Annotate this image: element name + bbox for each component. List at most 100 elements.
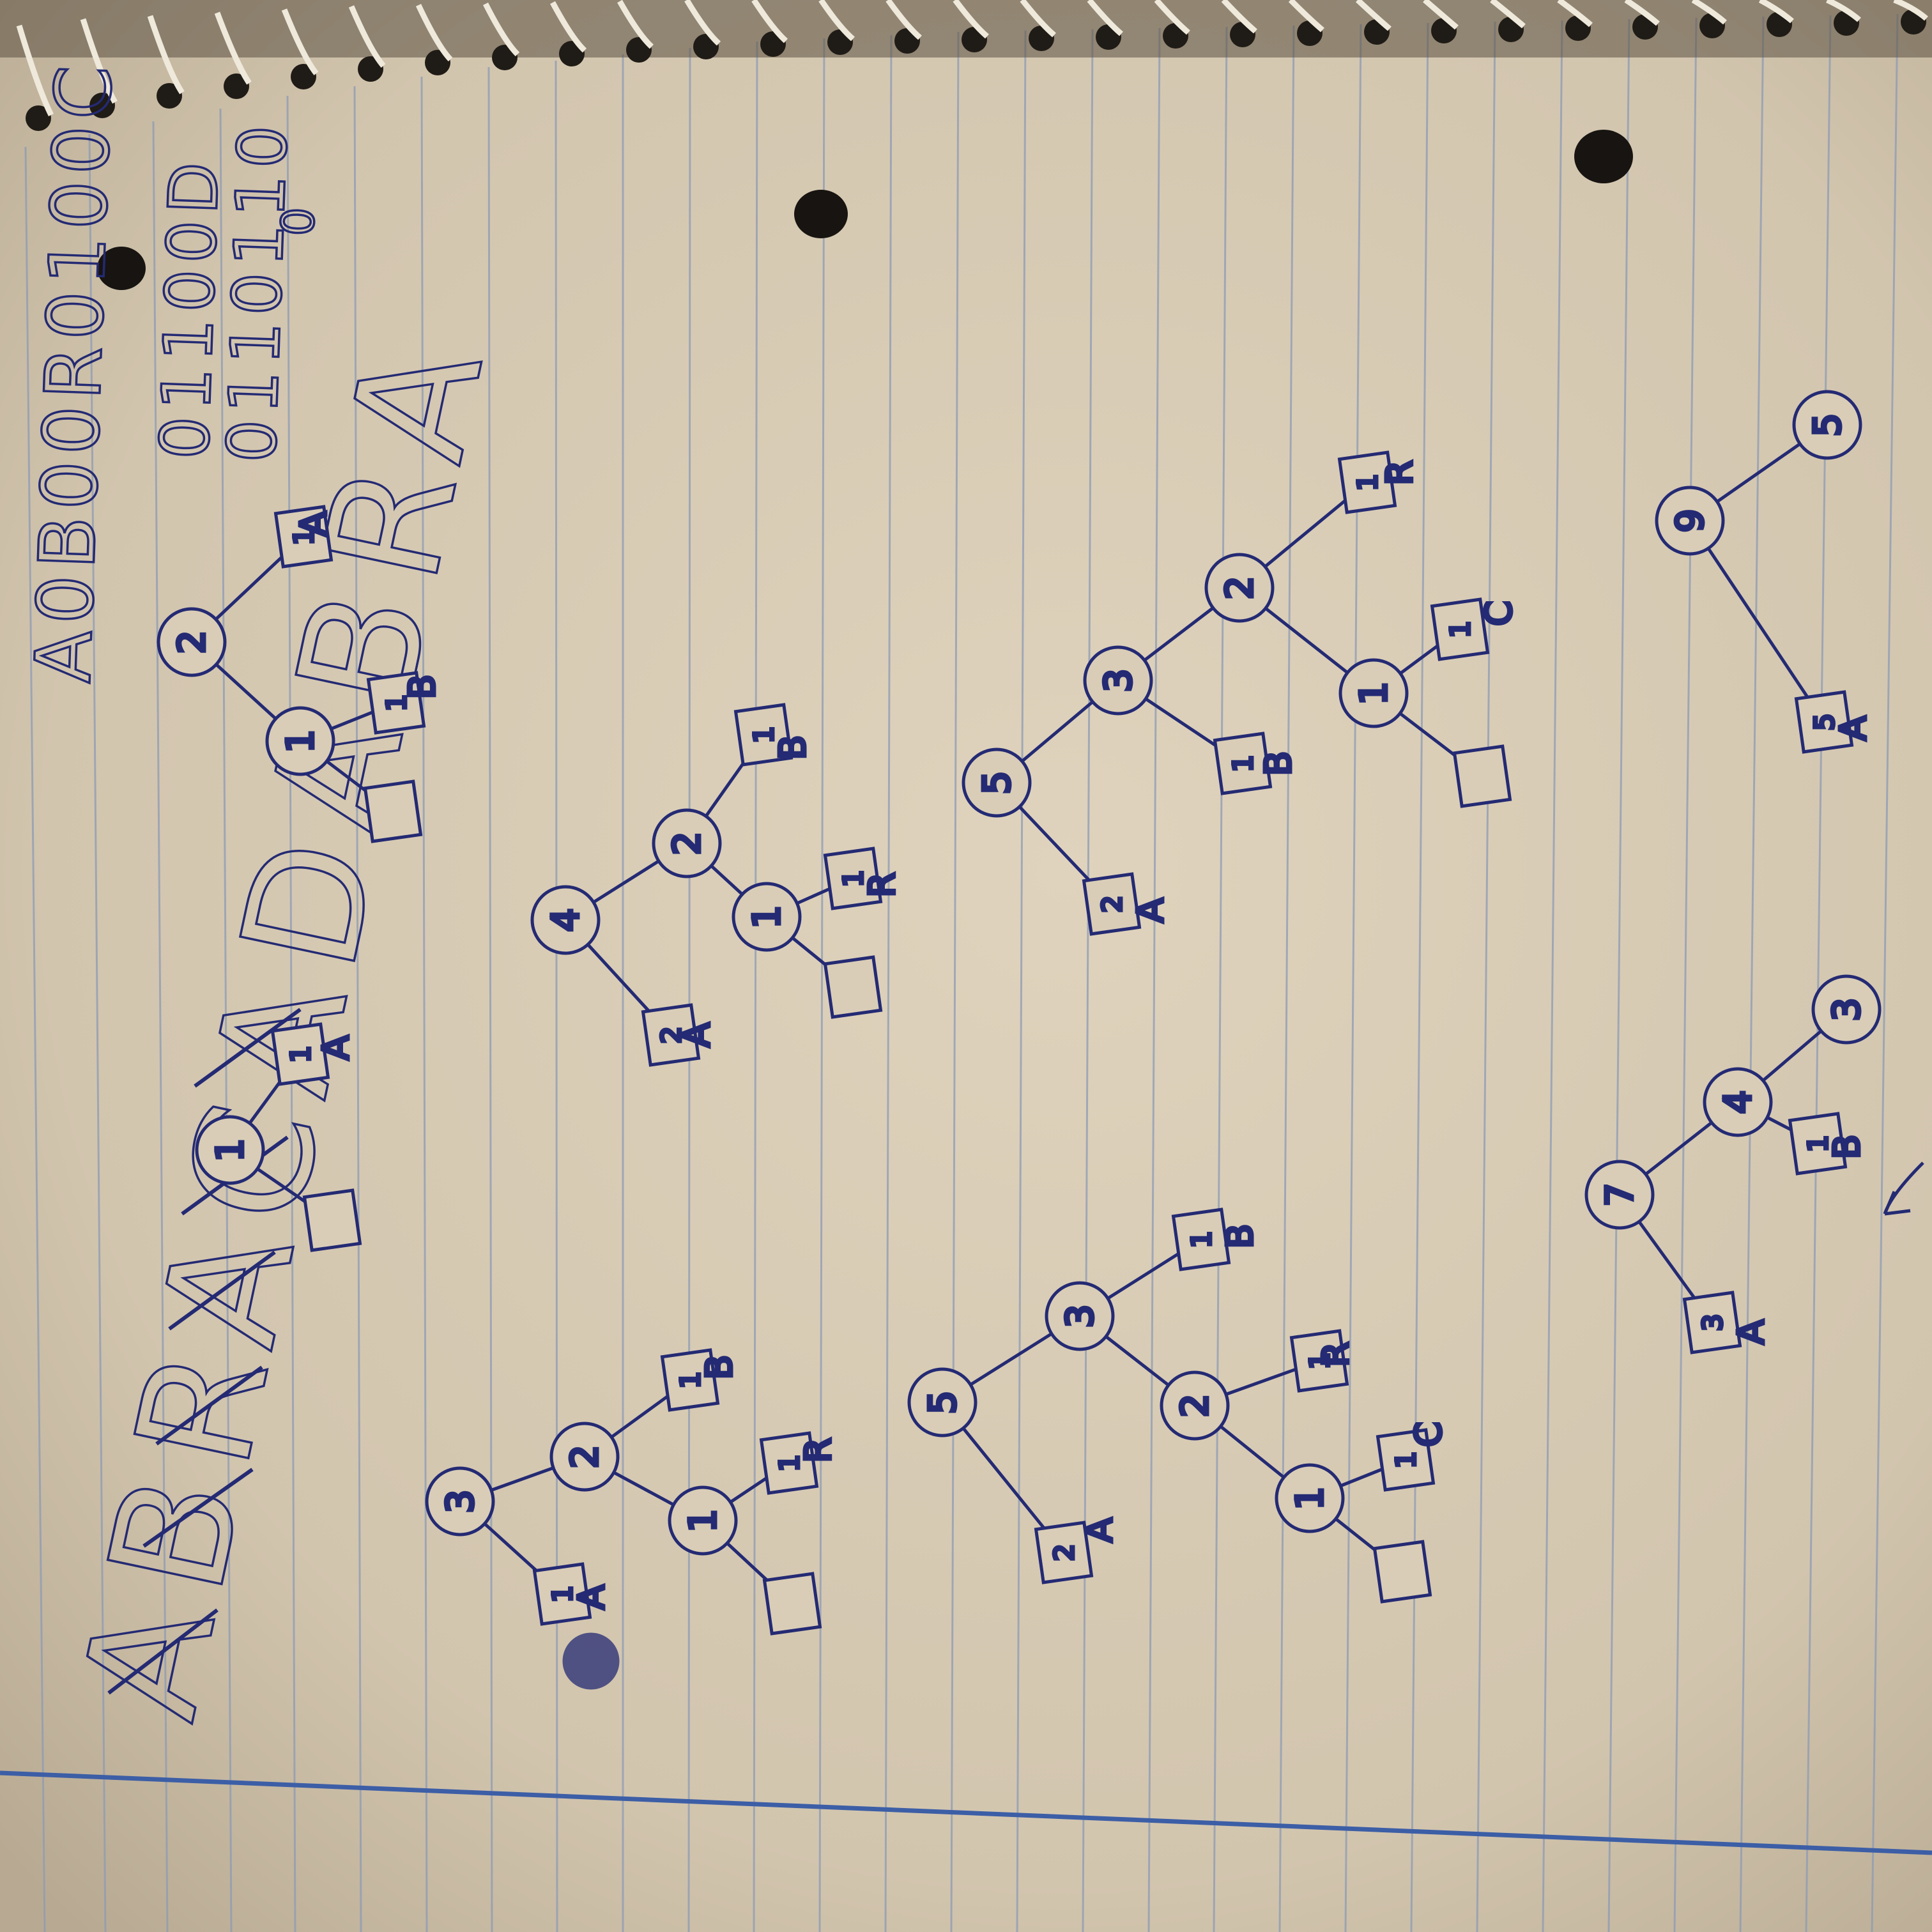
tree-leaf-weight: 1 <box>1186 1231 1217 1248</box>
tree-node-circle <box>265 706 335 776</box>
tree-node-circle <box>1584 1160 1655 1230</box>
tree-leaf-weight: 2 <box>1096 896 1128 913</box>
tree-leaf-box <box>1171 1208 1231 1271</box>
tree-leaf-box <box>733 703 793 767</box>
spiral-binding <box>0 0 1932 131</box>
tree-node-weight: 3 <box>1096 669 1140 693</box>
tree-leaf-symbol: B <box>1220 1224 1261 1248</box>
tree-leaf-weight: 1 <box>1390 1452 1422 1469</box>
tree-leaf-box <box>1682 1291 1742 1354</box>
tree-leaf-symbol: B <box>402 675 443 699</box>
tree-leaf-weight: 1 <box>748 726 779 744</box>
tree-leaf-box <box>302 1188 362 1252</box>
margin-line <box>0 1770 1932 1855</box>
tree-leaf-symbol: B <box>772 735 814 760</box>
tree-node-weight: 3 <box>438 1490 482 1514</box>
tree-leaf-weight: 1 <box>547 1586 578 1603</box>
tree-leaf-symbol: B <box>699 1355 740 1379</box>
tree-node-weight: 5 <box>921 1391 964 1414</box>
tree-leaf-weight: 1 <box>1304 1353 1335 1370</box>
tree-leaf-box <box>762 1572 822 1636</box>
tree-node-weight: 3 <box>1058 1305 1101 1328</box>
tree-leaf-symbol: A <box>677 1023 718 1047</box>
tree-leaf-weight: 1 <box>381 694 412 712</box>
tree-leaf-box <box>1372 1540 1432 1604</box>
tree-node-weight: 1 <box>681 1509 724 1533</box>
tree-leaf-box <box>1034 1521 1094 1584</box>
tree-node-weight: 1 <box>1352 682 1395 705</box>
tree-node-weight: 2 <box>1173 1394 1216 1418</box>
tree-node-circle <box>1160 1370 1230 1441</box>
scribble-mark <box>562 1632 620 1690</box>
tree-leaf-symbol: A <box>571 1585 613 1609</box>
tree-leaf-symbol: C <box>1478 601 1520 625</box>
tree-leaf-weight: 1 <box>1352 474 1383 491</box>
tree-leaf-box <box>532 1562 592 1626</box>
tree-leaf-box <box>1452 744 1512 808</box>
tree-node-weight: 9 <box>1668 509 1712 533</box>
tree-leaf-weight: 1 <box>675 1372 706 1389</box>
tree-leaf-box <box>1082 872 1142 936</box>
code-line-2: 01100D <box>146 155 234 461</box>
tree-leaf-symbol: A <box>1079 1518 1121 1542</box>
tree-edge <box>1688 519 1826 723</box>
tree-leaf-weight: 1 <box>1445 621 1476 638</box>
tree-leaf-symbol: B <box>1258 751 1300 776</box>
tree-leaf-weight: 1 <box>1802 1135 1834 1153</box>
tree-node-circle <box>530 885 601 955</box>
tree-node-weight: 2 <box>170 631 213 654</box>
tree-node-circle <box>1655 486 1725 556</box>
tree-node-weight: 4 <box>1716 1091 1759 1114</box>
tree-node-weight: 1 <box>279 730 322 753</box>
ruled-lines <box>24 13 1899 1932</box>
tree-leaf-weight: 2 <box>1048 1544 1080 1561</box>
arrow-mark <box>1883 1162 1924 1216</box>
tree-leaf-box <box>273 505 334 569</box>
tree-leaf-box <box>641 1003 701 1067</box>
tree-leaf-weight: 1 <box>1227 755 1259 772</box>
tree-leaf-symbol: A <box>1731 1320 1772 1344</box>
tree-node-circle <box>425 1466 495 1537</box>
tree-node-circle <box>1703 1067 1773 1137</box>
tree-node-circle <box>907 1367 977 1438</box>
tree-leaf-box <box>823 955 883 1019</box>
tree-leaf-weight: 3 <box>1697 1314 1728 1331</box>
tree-node-circle <box>1338 658 1409 728</box>
tree-leaf-weight: 1 <box>285 1046 316 1063</box>
tree-leaf-box <box>1376 1428 1436 1492</box>
tree-node-circle <box>1083 645 1153 716</box>
code-line-3: 0110110 <box>213 118 303 464</box>
tree-node-circle <box>549 1422 620 1492</box>
tree-leaf-box <box>759 1431 819 1495</box>
tree-leaf-box <box>270 1022 330 1086</box>
tree-node-weight: 3 <box>1825 998 1868 1022</box>
tree-leaf-symbol: A <box>293 512 335 536</box>
tree-leaf-weight: 1 <box>838 870 869 887</box>
tree-leaf-symbol: B <box>1827 1135 1868 1159</box>
tree-node-weight: 1 <box>745 905 788 929</box>
tree-node-circle <box>195 1115 265 1185</box>
tree-node-weight: 5 <box>1805 413 1849 437</box>
tree-node-weight: 4 <box>544 908 587 932</box>
tree-node-circle <box>1204 553 1275 623</box>
tree-node-circle <box>1792 390 1862 460</box>
tree-leaf-symbol: R <box>862 873 903 898</box>
code-line-4: 0 <box>272 206 325 236</box>
tree-node-weight: 2 <box>563 1445 606 1469</box>
tree-leaf-symbol: R <box>1379 461 1421 486</box>
punched-holes <box>97 130 1633 290</box>
tree-leaf-box <box>823 847 883 910</box>
tree-leaf-box <box>366 671 426 735</box>
tree-node-weight: 1 <box>1288 1487 1331 1510</box>
tree-node-circle <box>652 808 722 878</box>
tree-node-circle <box>1811 974 1882 1045</box>
tree-leaf-box <box>1794 690 1854 754</box>
